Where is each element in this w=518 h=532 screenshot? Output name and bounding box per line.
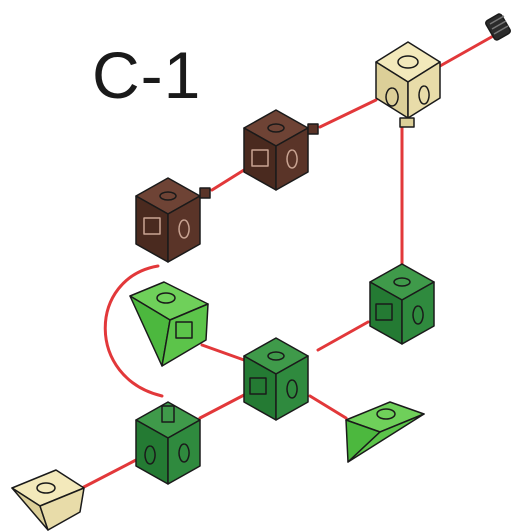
connector-green-bottom-beige-wedge: [80, 458, 138, 490]
green-cube-center: [243, 337, 309, 421]
connector-brown-upper-brown-lower: [210, 168, 246, 192]
beige-cube: [375, 41, 441, 128]
connector-beige-brown-upper: [318, 98, 378, 129]
connector-wedge-green-center: [200, 343, 246, 362]
connector-lines: [80, 33, 497, 490]
brown-cube-upper: [243, 109, 319, 191]
connector-green-right-green-center: [316, 320, 370, 352]
connector-green-center-wedge-right: [308, 394, 348, 420]
beige-wedge: [11, 469, 85, 531]
light-green-wedge-right: [345, 401, 425, 463]
step-label: C-1: [92, 38, 202, 112]
brown-cube-lower: [135, 177, 211, 263]
green-cube-bottom: [135, 401, 201, 485]
connector-green-center-green-bottom: [198, 392, 248, 420]
black-peg: [485, 13, 511, 41]
green-cube-right: [369, 263, 435, 345]
connector-arc: [103, 264, 164, 398]
light-green-wedge-left: [129, 281, 209, 367]
connector-peg-beige: [438, 33, 497, 68]
